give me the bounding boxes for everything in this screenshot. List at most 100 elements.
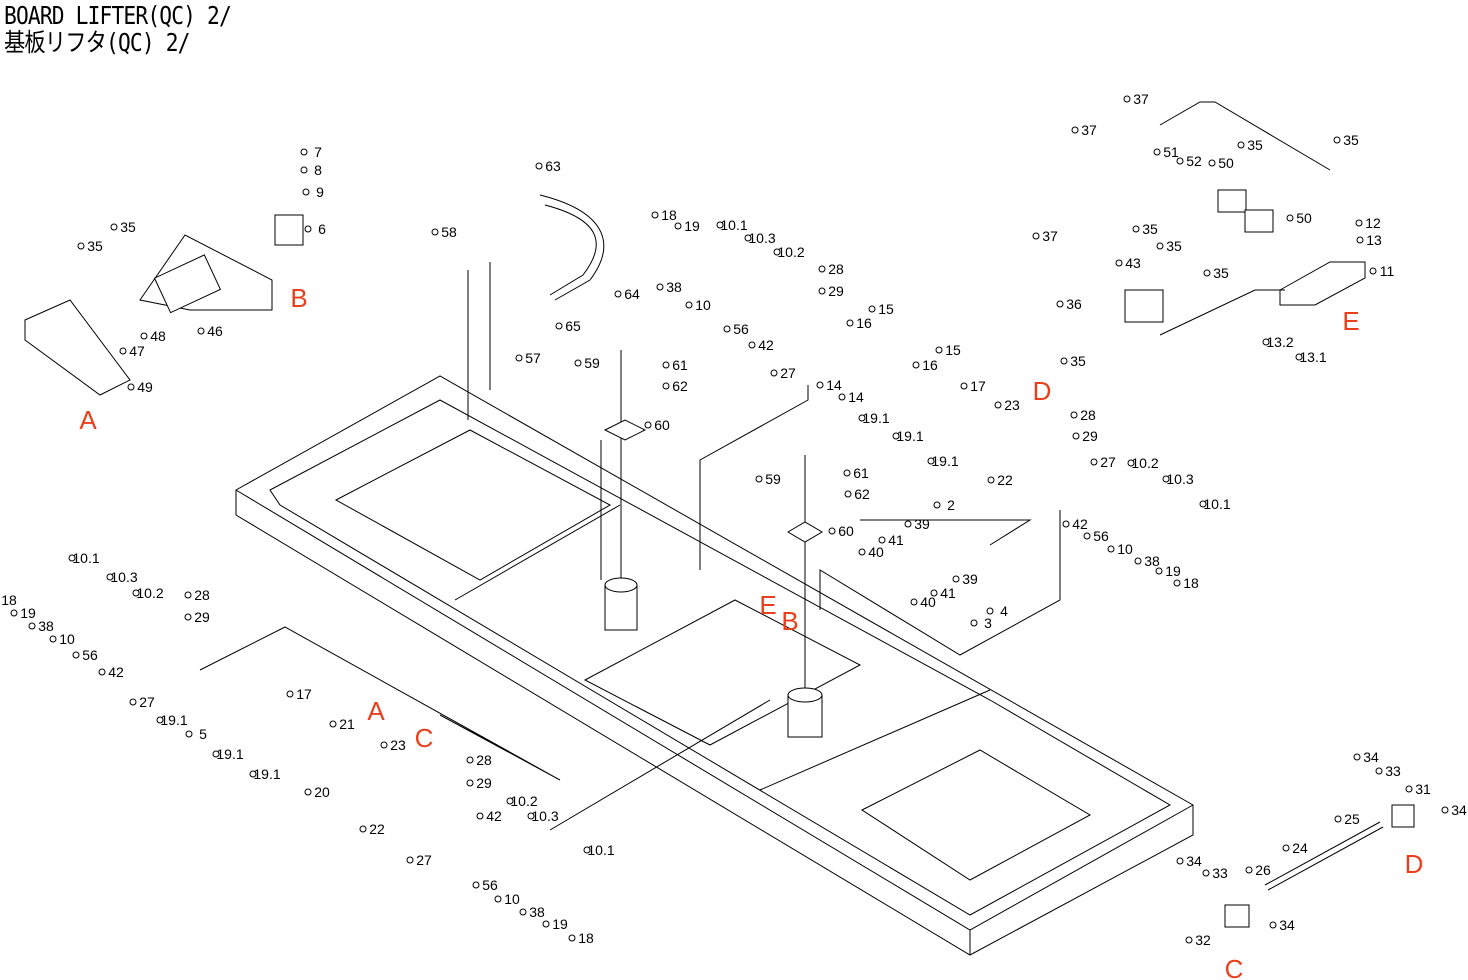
part-20 — [304, 788, 312, 796]
marker-D: D — [1405, 849, 1424, 879]
part-10.2 — [773, 248, 781, 256]
callout-56: 56 — [733, 321, 749, 337]
callout-37: 37 — [1042, 228, 1058, 244]
callout-40: 40 — [920, 594, 936, 610]
callout-17: 17 — [296, 686, 312, 702]
callout-35: 35 — [1213, 265, 1229, 281]
part-56 — [472, 881, 480, 889]
part-19.1 — [892, 432, 900, 440]
part-49 — [127, 383, 135, 391]
callout-19.1: 19.1 — [896, 428, 923, 444]
callout-18: 18 — [661, 207, 677, 223]
part-14 — [816, 381, 824, 389]
marker-C: C — [1225, 954, 1244, 980]
callout-41: 41 — [940, 585, 956, 601]
title-japanese: 基板リフタ(QC) 2/ — [4, 28, 190, 57]
callout-42: 42 — [486, 808, 502, 824]
title-english: BOARD LIFTER(QC) 2/ — [4, 1, 232, 30]
callout-39: 39 — [914, 516, 930, 532]
callout-10: 10 — [1117, 541, 1133, 557]
callout-47: 47 — [129, 343, 145, 359]
callout-49: 49 — [137, 379, 153, 395]
part-60 — [644, 421, 652, 429]
part-33 — [1202, 869, 1210, 877]
part-18 — [651, 211, 659, 219]
part-35 — [1333, 136, 1341, 144]
part-19.1 — [858, 414, 866, 422]
callout-27: 27 — [780, 365, 796, 381]
tube — [539, 194, 605, 301]
callout-19.1: 19.1 — [931, 453, 958, 469]
callout-58: 58 — [441, 224, 457, 240]
part-14 — [838, 393, 846, 401]
callout-10: 10 — [504, 891, 520, 907]
callout-18: 18 — [1, 592, 17, 608]
part-61 — [662, 361, 670, 369]
callout-22: 22 — [997, 472, 1013, 488]
part-22 — [987, 476, 995, 484]
part-61 — [843, 469, 851, 477]
part-40 — [910, 598, 918, 606]
callout-35: 35 — [87, 238, 103, 254]
callout-2: 2 — [947, 497, 955, 513]
part-35 — [77, 242, 85, 250]
part-13.1 — [1295, 353, 1303, 361]
marker-B: B — [781, 606, 798, 636]
callout-27: 27 — [1100, 454, 1116, 470]
callout-50: 50 — [1218, 155, 1234, 171]
part-42 — [98, 668, 106, 676]
callout-10.3: 10.3 — [1166, 471, 1193, 487]
marker-C: C — [415, 723, 434, 753]
part-10.1 — [1199, 500, 1207, 508]
callout-35: 35 — [120, 219, 136, 235]
part-60 — [828, 527, 836, 535]
callout-14: 14 — [826, 377, 842, 393]
part-64 — [614, 290, 622, 298]
part-34 — [1269, 921, 1277, 929]
part-4 — [986, 607, 994, 615]
marker-D: D — [1033, 376, 1052, 406]
base-frame — [235, 375, 1194, 956]
shaft-assembly — [1224, 804, 1415, 928]
part-35 — [1132, 225, 1140, 233]
part-41 — [930, 589, 938, 597]
part-7 — [300, 148, 308, 156]
callout-64: 64 — [624, 286, 640, 302]
part-27 — [770, 369, 778, 377]
callout-62: 62 — [854, 486, 870, 502]
valve-assembly — [1124, 101, 1366, 336]
callout-38: 38 — [1144, 553, 1160, 569]
callout-10.2: 10.2 — [777, 244, 804, 260]
part-37 — [1032, 232, 1040, 240]
callout-51: 51 — [1163, 144, 1179, 160]
callout-19: 19 — [20, 605, 36, 621]
callout-25: 25 — [1344, 811, 1360, 827]
callout-5: 5 — [199, 726, 207, 742]
part-16 — [912, 361, 920, 369]
callout-35: 35 — [1070, 353, 1086, 369]
callout-60: 60 — [838, 523, 854, 539]
callout-10: 10 — [59, 631, 75, 647]
callout-40: 40 — [868, 544, 884, 560]
callout-21: 21 — [339, 716, 355, 732]
part-10.3 — [744, 234, 752, 242]
callout-16: 16 — [856, 315, 872, 331]
part-35 — [110, 223, 118, 231]
callout-3: 3 — [984, 615, 992, 631]
callout-28: 28 — [828, 261, 844, 277]
callout-4: 4 — [1000, 603, 1008, 619]
part-43 — [1115, 259, 1123, 267]
part-10.2 — [506, 797, 514, 805]
callout-50: 50 — [1296, 210, 1312, 226]
part-34 — [1353, 753, 1361, 761]
part-2 — [933, 501, 941, 509]
callout-19.1: 19.1 — [862, 410, 889, 426]
part-28 — [466, 756, 474, 764]
part-19 — [1155, 567, 1163, 575]
part-12 — [1355, 219, 1363, 227]
callout-52: 52 — [1186, 153, 1202, 169]
part-35 — [1156, 242, 1164, 250]
callout-60: 60 — [654, 417, 670, 433]
part-38 — [656, 283, 664, 291]
